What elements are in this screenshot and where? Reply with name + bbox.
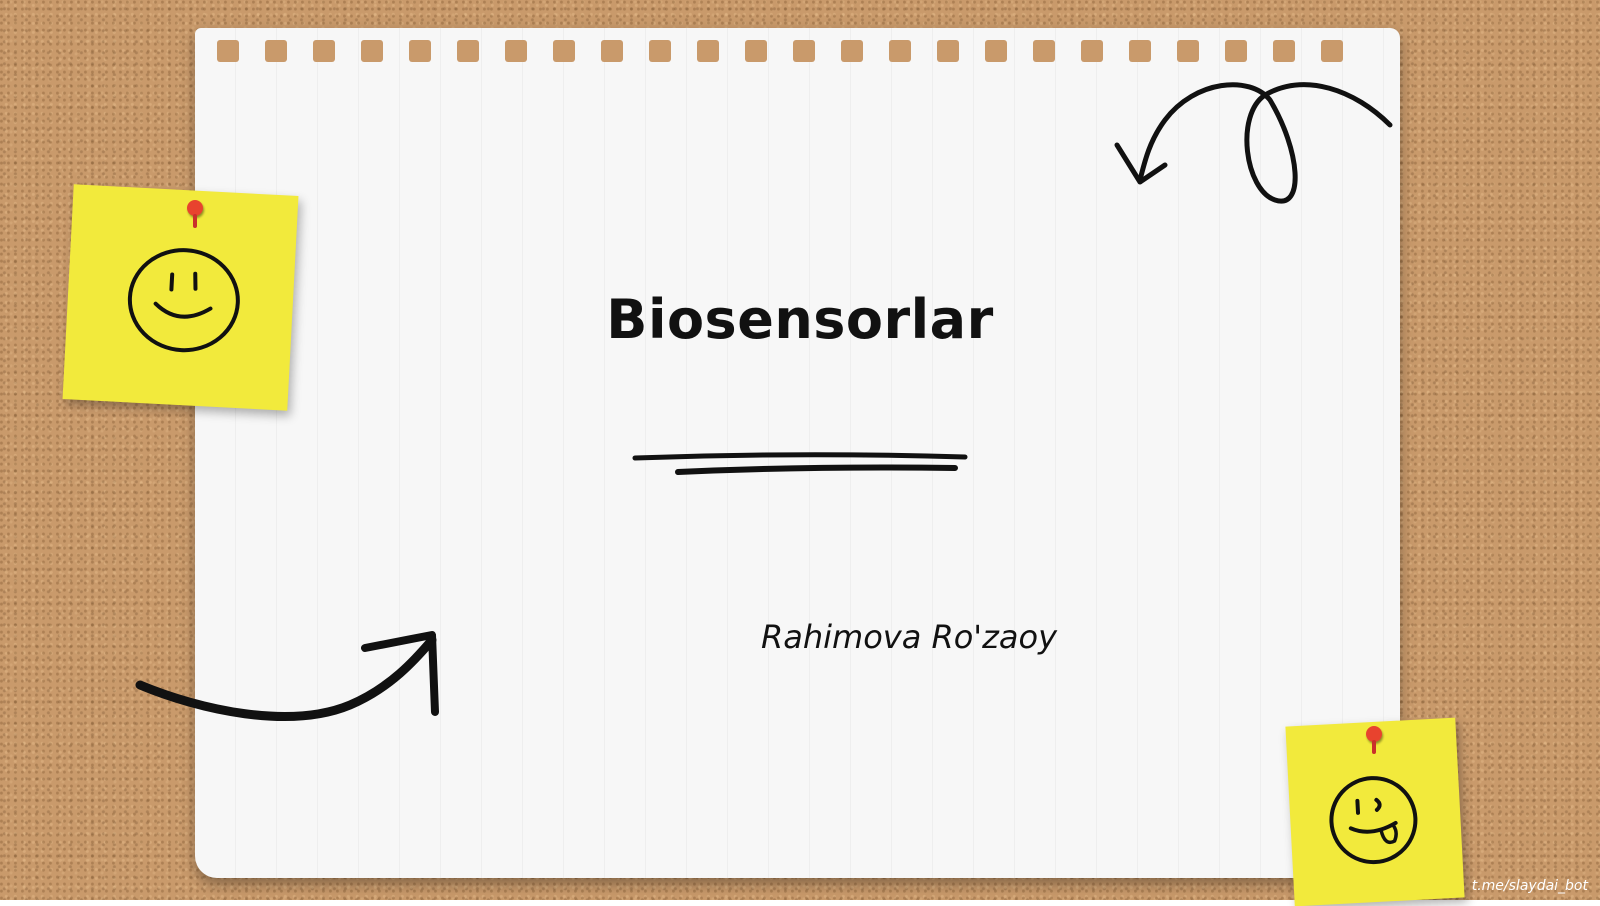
push-pin-shaft [1372, 740, 1376, 754]
footer-credit: t.me/slaydai_bot [1471, 878, 1588, 894]
curly-arrow-icon [1114, 82, 1393, 204]
notebook-paper [195, 28, 1400, 878]
push-pin-icon [1366, 726, 1382, 742]
push-pin-icon [187, 200, 203, 216]
smiley-face-icon [127, 248, 240, 353]
sticky-note-right [1285, 717, 1465, 906]
tongue-out-smiley-icon [1329, 776, 1418, 865]
push-pin-shaft [193, 214, 197, 228]
slide-title: Biosensorlar [606, 288, 994, 351]
scribble-underline [632, 452, 968, 475]
spiral-holes [195, 40, 1400, 64]
sticky-note-left [62, 184, 299, 411]
author-name: Rahimova Ro'zaoy [761, 618, 1058, 656]
curved-arrow-icon [135, 631, 439, 721]
